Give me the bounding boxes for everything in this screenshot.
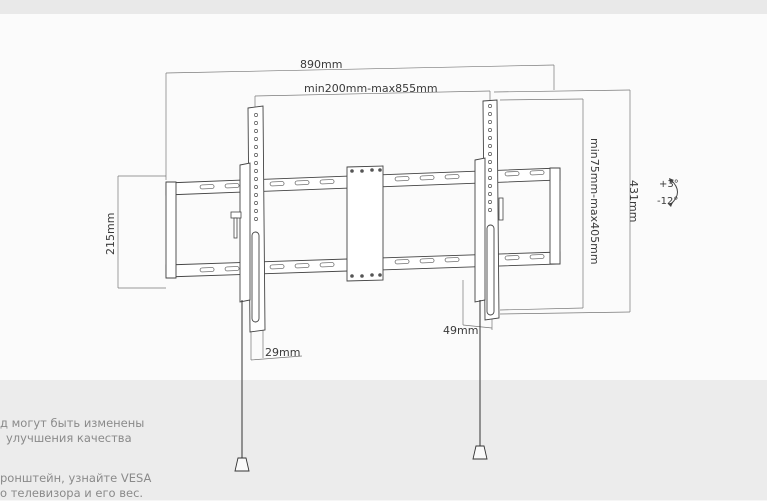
dim-profile-min: 29mm — [265, 346, 300, 359]
dim-vesa-horizontal: min200mm-max855mm — [304, 82, 438, 95]
dim-profile-max: 49mm — [443, 324, 478, 337]
diagram-panel — [0, 14, 767, 380]
dim-wall-plate-height: 215mm — [104, 213, 117, 255]
footer-text-line-4: о телевизора и его вес. — [0, 486, 144, 500]
dim-vesa-vertical: min75mm-max405mm — [588, 138, 601, 265]
pull-cord-weights — [234, 445, 488, 472]
tilt-down-label: -12° — [657, 196, 678, 207]
text-panel — [0, 380, 767, 500]
dim-overall-height: 431mm — [627, 180, 640, 222]
footer-text-line-2: улучшения качества — [6, 431, 132, 445]
footer-text-line-1: д могут быть изменены — [0, 416, 145, 430]
footer-text-line-3: ронштейн, узнайте VESA — [0, 471, 152, 485]
background-top-band — [0, 0, 767, 14]
tilt-up-label: +3° — [659, 179, 679, 190]
dim-overall-width: 890mm — [300, 58, 342, 71]
